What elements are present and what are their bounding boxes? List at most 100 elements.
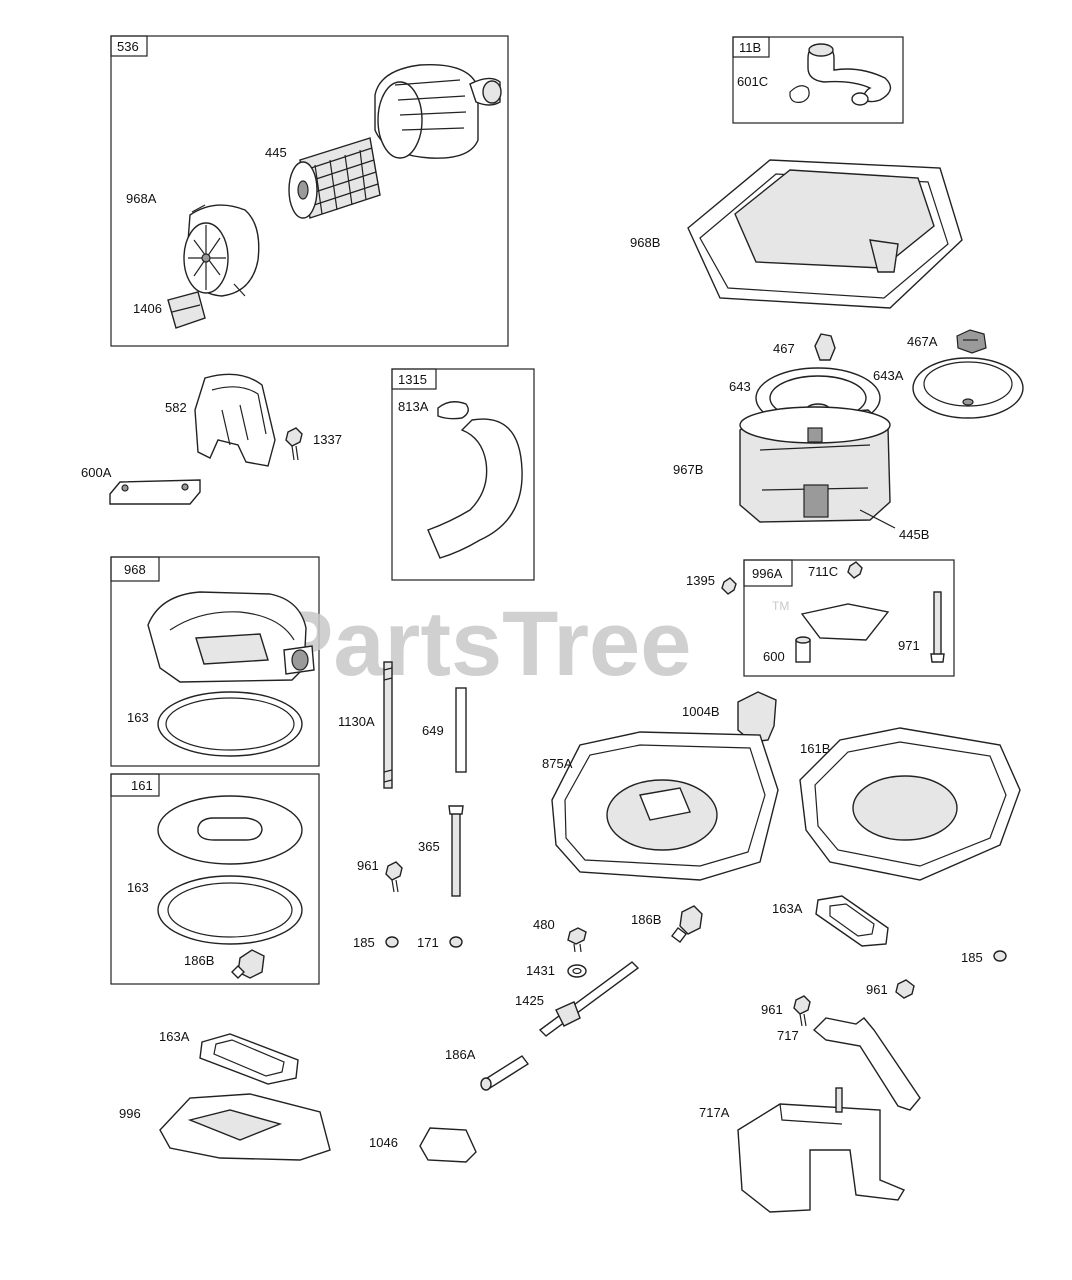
label-601C: 601C	[737, 74, 768, 89]
label-711C: 711C	[808, 564, 838, 579]
group-996A-label: 996A	[752, 566, 783, 581]
label-163-a: 163	[127, 710, 149, 725]
filter-element-445-drawing	[288, 137, 381, 219]
part-1004B-drawing	[737, 691, 777, 743]
label-649: 649	[422, 723, 444, 738]
bolt-961-c-drawing	[895, 979, 915, 999]
part-1406-drawing	[167, 291, 206, 329]
gasket-163-a-drawing	[157, 691, 303, 757]
group-161-label: 161	[131, 778, 153, 793]
group-536-label: 536	[117, 39, 139, 54]
part-1046-drawing	[419, 1127, 477, 1163]
air-cleaner-housing-drawing	[374, 63, 502, 159]
bolt-971-drawing	[930, 591, 945, 663]
fitting-186B-b-drawing	[671, 905, 703, 943]
gasket-163-b-drawing	[157, 875, 303, 945]
plate-996-drawing	[159, 1093, 331, 1161]
bolt-1337-drawing	[285, 427, 303, 461]
label-1425: 1425	[515, 993, 544, 1008]
filter-967B-drawing	[739, 406, 896, 529]
hose-11B-drawing	[789, 43, 892, 106]
bracket-717A-drawing	[737, 1087, 906, 1213]
group-968-label: 968	[124, 562, 146, 577]
bolt-961-b-drawing	[793, 995, 811, 1027]
label-467A: 467A	[907, 334, 938, 349]
label-1431: 1431	[526, 963, 555, 978]
label-365: 365	[418, 839, 440, 854]
washer-1431-drawing	[567, 964, 587, 978]
base-875A-drawing	[551, 731, 779, 881]
watermark-trademark: TM	[772, 599, 789, 613]
label-171: 171	[417, 935, 439, 950]
group-11B-label: 11B	[739, 40, 761, 55]
label-1046: 1046	[369, 1135, 398, 1150]
gasket-163A-b-drawing	[199, 1033, 299, 1085]
bracket-582-drawing	[194, 373, 276, 467]
label-717A: 717A	[699, 1105, 730, 1120]
label-1004B: 1004B	[682, 704, 720, 719]
label-971: 971	[898, 638, 920, 653]
tube-1425-drawing	[538, 961, 640, 1037]
bolt-365-drawing	[448, 805, 464, 897]
label-967B: 967B	[673, 462, 703, 477]
label-163A-a: 163A	[772, 901, 803, 916]
label-1337: 1337	[313, 432, 342, 447]
label-186A: 186A	[445, 1047, 476, 1062]
knob-467-drawing	[814, 333, 836, 361]
label-186B-a: 186B	[184, 953, 214, 968]
stud-1130A-drawing	[383, 661, 393, 789]
stud-649-drawing	[455, 687, 467, 773]
label-961-a: 961	[357, 858, 379, 873]
label-163-b: 163	[127, 880, 149, 895]
label-467: 467	[773, 341, 795, 356]
label-996: 996	[119, 1106, 141, 1121]
knob-467A-drawing	[956, 329, 987, 354]
label-480: 480	[533, 917, 555, 932]
fitting-186B-a-drawing	[231, 949, 265, 979]
group-996A: 996A	[743, 559, 955, 677]
plate-996A-drawing	[800, 603, 890, 641]
label-643A: 643A	[873, 368, 904, 383]
cover-968B-drawing	[687, 159, 963, 309]
nut-185-b-drawing	[993, 950, 1007, 962]
fitting-186A-drawing	[480, 1055, 530, 1091]
label-161B: 161B	[800, 741, 830, 756]
bolt-1395-drawing	[721, 577, 737, 595]
label-163A-b: 163A	[159, 1029, 190, 1044]
label-582: 582	[165, 400, 187, 415]
label-186B-b: 186B	[631, 912, 661, 927]
group-536: 536	[110, 35, 509, 347]
label-961-c: 961	[866, 982, 888, 997]
part-643A-drawing	[912, 357, 1024, 419]
part-600A-drawing	[109, 479, 201, 505]
label-445: 445	[265, 145, 287, 160]
nut-185-a-drawing	[385, 936, 399, 948]
label-968B: 968B	[630, 235, 660, 250]
base-161B-drawing	[799, 727, 1021, 881]
bolt-480-drawing	[567, 927, 587, 953]
spacer-600-drawing	[795, 636, 811, 663]
label-1406: 1406	[133, 301, 162, 316]
label-961-b: 961	[761, 1002, 783, 1017]
hose-1315-drawing	[427, 401, 523, 559]
label-813A: 813A	[398, 399, 429, 414]
label-1130A: 1130A	[338, 714, 375, 729]
bracket-717-drawing	[812, 1017, 921, 1111]
label-445B: 445B	[899, 527, 929, 542]
gasket-163A-a-drawing	[815, 895, 889, 947]
label-643: 643	[729, 379, 751, 394]
label-185-b: 185	[961, 950, 983, 965]
group-161: 161	[110, 773, 320, 985]
label-717: 717	[777, 1028, 799, 1043]
nut-171-drawing	[449, 936, 463, 948]
end-cover-968A-drawing	[183, 204, 260, 297]
bolt-961-a-drawing	[385, 861, 403, 893]
group-968: 968	[110, 556, 320, 767]
label-875A: 875A	[542, 756, 573, 771]
group-1315-label: 1315	[398, 372, 427, 387]
watermark-text: PartsTree	[272, 593, 691, 695]
bolt-711C-drawing	[847, 561, 863, 579]
housing-968-drawing	[147, 591, 315, 683]
label-600A: 600A	[81, 465, 112, 480]
